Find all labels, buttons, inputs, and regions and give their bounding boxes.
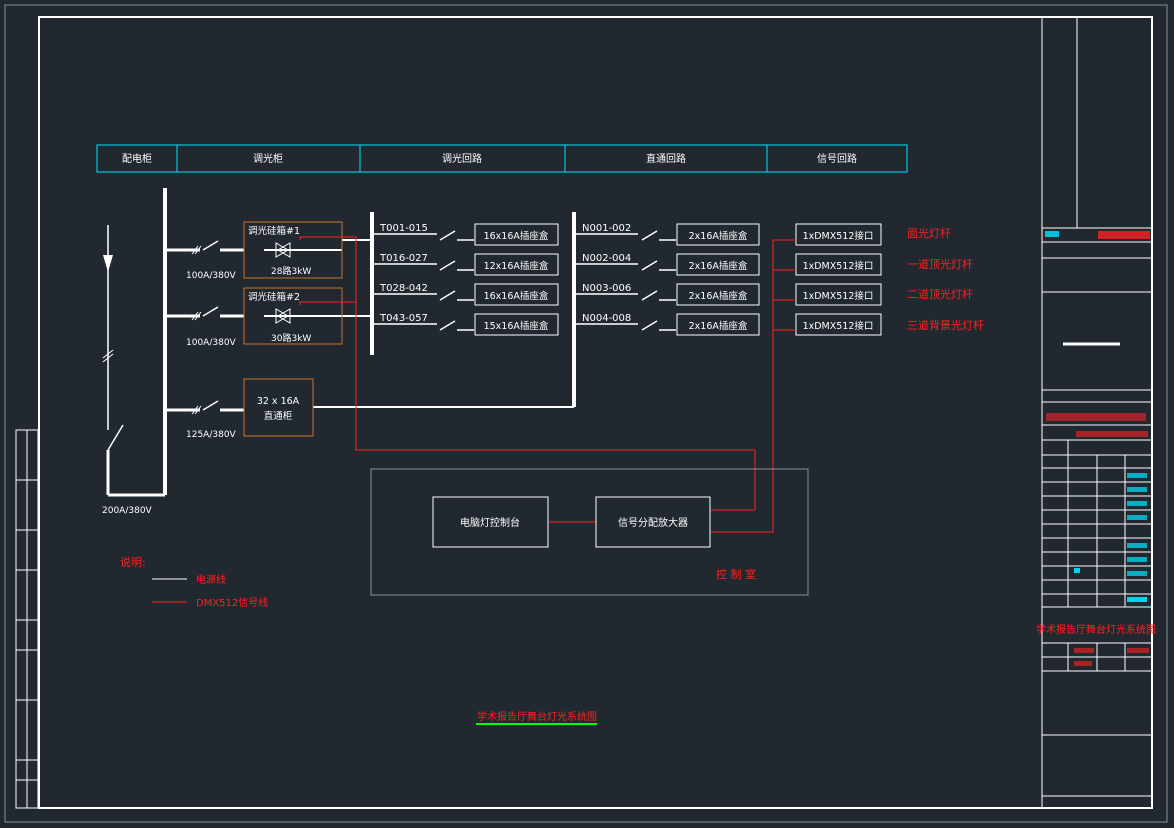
direct-cabinet [243, 378, 314, 437]
direct-cabinet-sub: 直通柜 [264, 410, 293, 422]
direct-box-label-3: 2x16A插座盒 [689, 290, 748, 302]
title-block-red-mark [1098, 231, 1150, 239]
dimmer-cabinet-2-name: 调光硅箱#2 [248, 291, 300, 303]
direct-box-1 [676, 223, 760, 246]
dmx-port-box-4 [795, 313, 882, 336]
feed-arrow-icon [103, 255, 113, 272]
control-room-label: 控 制 室 [716, 567, 756, 581]
dmx-port-label-2: 1xDMX512接口 [803, 260, 874, 272]
drawing-frame [38, 16, 1153, 809]
binding-strip [15, 429, 39, 809]
dimmer-box-label-1: 16x16A插座盒 [484, 230, 549, 242]
dimmer-box-2 [474, 253, 559, 276]
direct-branches [574, 230, 676, 331]
signal-target-3: 二道顶光灯杆 [907, 287, 973, 301]
header-dimmer-circuits: 调光回路 [442, 152, 482, 165]
dimmer-cabinet-1-name: 调光硅箱#1 [248, 225, 300, 237]
dimmer-cabinet-1-sub: 28路3kW [271, 265, 311, 277]
main-switch-icon [107, 424, 124, 451]
direct-box-label-4: 2x16A插座盒 [689, 320, 748, 332]
legend-signal-label: DMX512信号线 [196, 596, 268, 609]
signal-target-4: 三道背景光灯杆 [907, 318, 984, 332]
title-block-cyan-mark [1045, 231, 1059, 237]
lighting-console [432, 496, 549, 548]
direct-code-3: N003-006 [582, 283, 631, 294]
splitter-label: 信号分配放大器 [618, 516, 688, 529]
feeder-1-rating: 100A/380V [186, 271, 237, 281]
feeder-2-rating: 100A/380V [186, 338, 237, 348]
header-direct-circuits: 直通回路 [646, 152, 686, 165]
header-dimmer-cabinet: 调光柜 [253, 152, 283, 165]
signal-target-2: 一道顶光灯杆 [907, 257, 973, 271]
dmx-port-label-1: 1xDMX512接口 [803, 230, 874, 242]
dmx-port-box-3 [795, 283, 882, 306]
dimmer-cabinet-2 [243, 287, 343, 345]
dimmer-box-label-3: 16x16A插座盒 [484, 290, 549, 302]
outer-border [4, 4, 1168, 823]
header-signal-circuits: 信号回路 [817, 152, 857, 165]
direct-code-1: N001-002 [582, 223, 631, 234]
dimmer-code-4: T043-057 [379, 313, 428, 324]
dmx-port-label-3: 1xDMX512接口 [803, 290, 874, 302]
direct-cabinet-name: 32 x 16A [257, 396, 300, 407]
signal-target-1: 面光灯杆 [907, 226, 951, 240]
control-room-outline [370, 468, 809, 596]
dimmer-box-1 [474, 223, 559, 246]
signal-splitter [595, 496, 711, 548]
console-label: 电脑灯控制台 [460, 516, 520, 529]
dimmer-box-label-4: 15x16A插座盒 [484, 320, 549, 332]
dimmer-code-3: T028-042 [379, 283, 428, 294]
direct-box-label-2: 2x16A插座盒 [689, 260, 748, 272]
dimmer-cabinet-2-sub: 30路3kW [271, 332, 311, 344]
direct-box-2 [676, 253, 760, 276]
dmx-port-box-1 [795, 223, 882, 246]
title-block-red-mark-2 [1046, 413, 1146, 421]
direct-code-4: N004-008 [582, 313, 631, 324]
direct-box-label-1: 2x16A插座盒 [689, 230, 748, 242]
dimmer-code-1: T001-015 [379, 223, 428, 234]
thyristor-icon [264, 242, 300, 324]
header-table: 配电柜 调光柜 调光回路 直通回路 信号回路 [96, 144, 908, 173]
header-distribution: 配电柜 [122, 152, 152, 165]
dimmer-box-3 [474, 283, 559, 306]
title-block-drawing-name: 学术报告厅舞台灯光系统图 [1036, 623, 1156, 636]
direct-code-2: N002-004 [582, 253, 631, 264]
power-wiring [102, 188, 576, 497]
title-block-red-mark-3 [1076, 431, 1148, 437]
legend-power-label: 电源线 [196, 573, 226, 586]
dmx-port-label-4: 1xDMX512接口 [803, 320, 874, 332]
main-feed-rating: 200A/380V [102, 506, 153, 516]
legend-title: 说明: [120, 555, 146, 569]
direct-box-3 [676, 283, 760, 306]
dimmer-branches [372, 230, 474, 331]
dimmer-code-2: T016-027 [379, 253, 428, 264]
direct-box-4 [676, 313, 760, 336]
dmx-port-box-2 [795, 253, 882, 276]
signal-wiring [299, 236, 796, 533]
drawing-title: 学术报告厅舞台灯光系统图 [477, 710, 597, 723]
dimmer-box-label-2: 12x16A插座盒 [484, 260, 549, 272]
title-block [1041, 17, 1152, 808]
dimmer-box-4 [474, 313, 559, 336]
dimmer-cabinet-1 [243, 221, 343, 279]
feeder-3-rating: 125A/380V [186, 430, 237, 440]
